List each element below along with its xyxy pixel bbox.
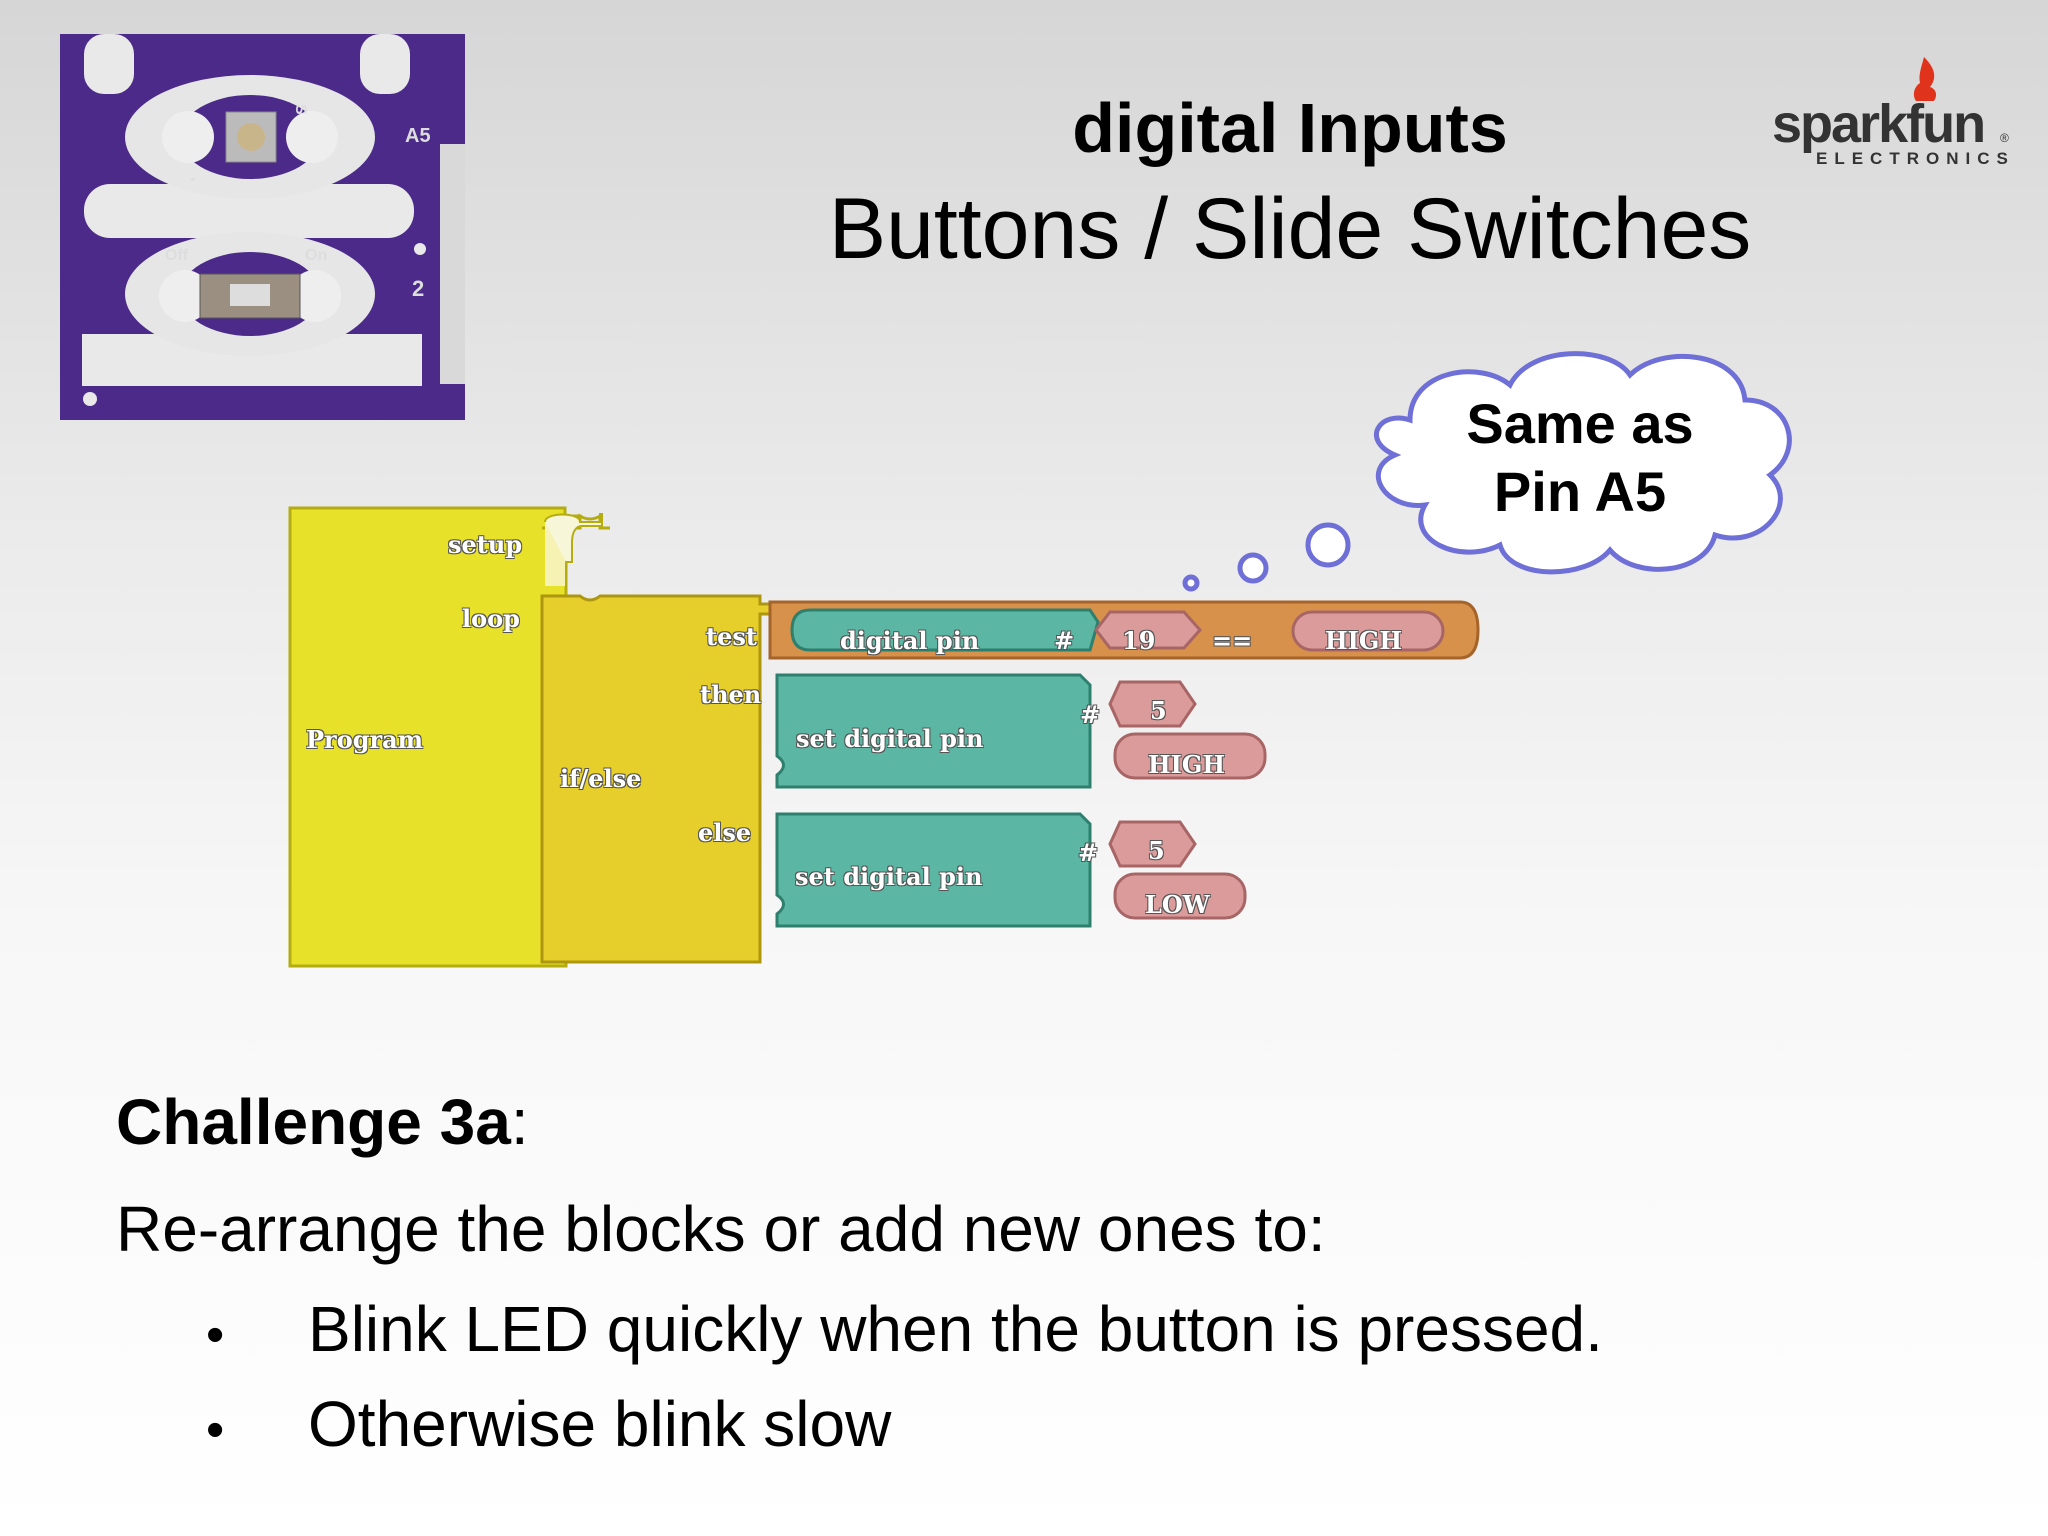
high-value-then[interactable]: [1113, 732, 1267, 780]
challenge-title: Challenge 3a:: [116, 1085, 529, 1159]
low-label: LOW: [1145, 890, 1210, 919]
logo-registered-mark: ®: [2000, 131, 2009, 145]
hash-label-3: #: [1078, 838, 1099, 867]
pin-value-19[interactable]: [1094, 610, 1203, 650]
pin-value-5-else[interactable]: [1108, 820, 1197, 868]
bullet-dot-2: •: [206, 1401, 225, 1459]
loop-label: loop: [462, 604, 520, 633]
ifelse-label: if/else: [560, 764, 642, 793]
digital-pin-label: digital pin: [840, 626, 980, 655]
block-program: [288, 506, 1480, 968]
challenge-title-colon: :: [510, 1086, 529, 1158]
board-label-off: Off: [165, 247, 189, 264]
set-digital-pin-else-block[interactable]: [775, 812, 1092, 928]
pin-5-label-1: 5: [1150, 696, 1167, 725]
equals-label: ==: [1212, 626, 1253, 655]
pin-5-label-2: 5: [1148, 836, 1165, 865]
board-label-2: 2: [412, 276, 424, 301]
slide-subtitle: Buttons / Slide Switches: [828, 181, 1752, 277]
set-digital-pin-label-2: set digital pin: [795, 862, 983, 891]
bullet-item-1: Blink LED quickly when the button is pre…: [308, 1293, 1603, 1365]
board-label-minus: -: [190, 168, 196, 188]
pin-19-label: 19: [1122, 626, 1156, 655]
logo-wordmark: sparkfun: [1772, 94, 1986, 154]
bullet-dot-1: •: [206, 1306, 225, 1364]
pin-value-5-then[interactable]: [1108, 680, 1197, 728]
cloud-line-2: Pin A5: [1493, 460, 1667, 523]
sparkfun-logo: sparkfun ® ELECTRONICS: [1768, 55, 2038, 170]
low-value-else[interactable]: [1113, 872, 1247, 920]
hash-label-1: #: [1054, 626, 1075, 655]
digital-pin-read-block[interactable]: [790, 608, 1100, 652]
program-label: Program: [306, 725, 424, 754]
board-label-on: On: [305, 247, 327, 264]
cloud-line-1: Same as: [1466, 392, 1694, 455]
ifelse-block[interactable]: [540, 594, 777, 964]
logo-subtext: ELECTRONICS: [1816, 149, 2015, 168]
lilypad-board-image: A5 2 Off On S -: [60, 34, 465, 420]
setup-label: setup: [448, 530, 523, 559]
bullet-item-2: Otherwise blink slow: [308, 1388, 892, 1460]
flame-icon: [1913, 57, 1937, 101]
thought-cloud: [1182, 351, 1792, 592]
hash-label-2: #: [1080, 700, 1101, 729]
then-label: then: [700, 680, 762, 709]
high-label-1: HIGH: [1325, 626, 1403, 655]
test-label: test: [706, 622, 757, 651]
board-label-s: S: [292, 104, 309, 115]
else-label: else: [698, 818, 752, 847]
challenge-intro: Re-arrange the blocks or add new ones to…: [116, 1193, 1326, 1265]
set-digital-pin-label-1: set digital pin: [796, 724, 984, 753]
set-digital-pin-then-block[interactable]: [775, 673, 1092, 789]
cloud-text: Same as Pin A5: [1400, 390, 1760, 526]
slide-title: digital Inputs: [1072, 89, 1508, 167]
challenge-title-bold: Challenge 3a: [116, 1086, 511, 1158]
high-label-2: HIGH: [1148, 750, 1226, 779]
high-value-test[interactable]: [1291, 610, 1445, 652]
board-label-a5: A5: [405, 125, 431, 147]
